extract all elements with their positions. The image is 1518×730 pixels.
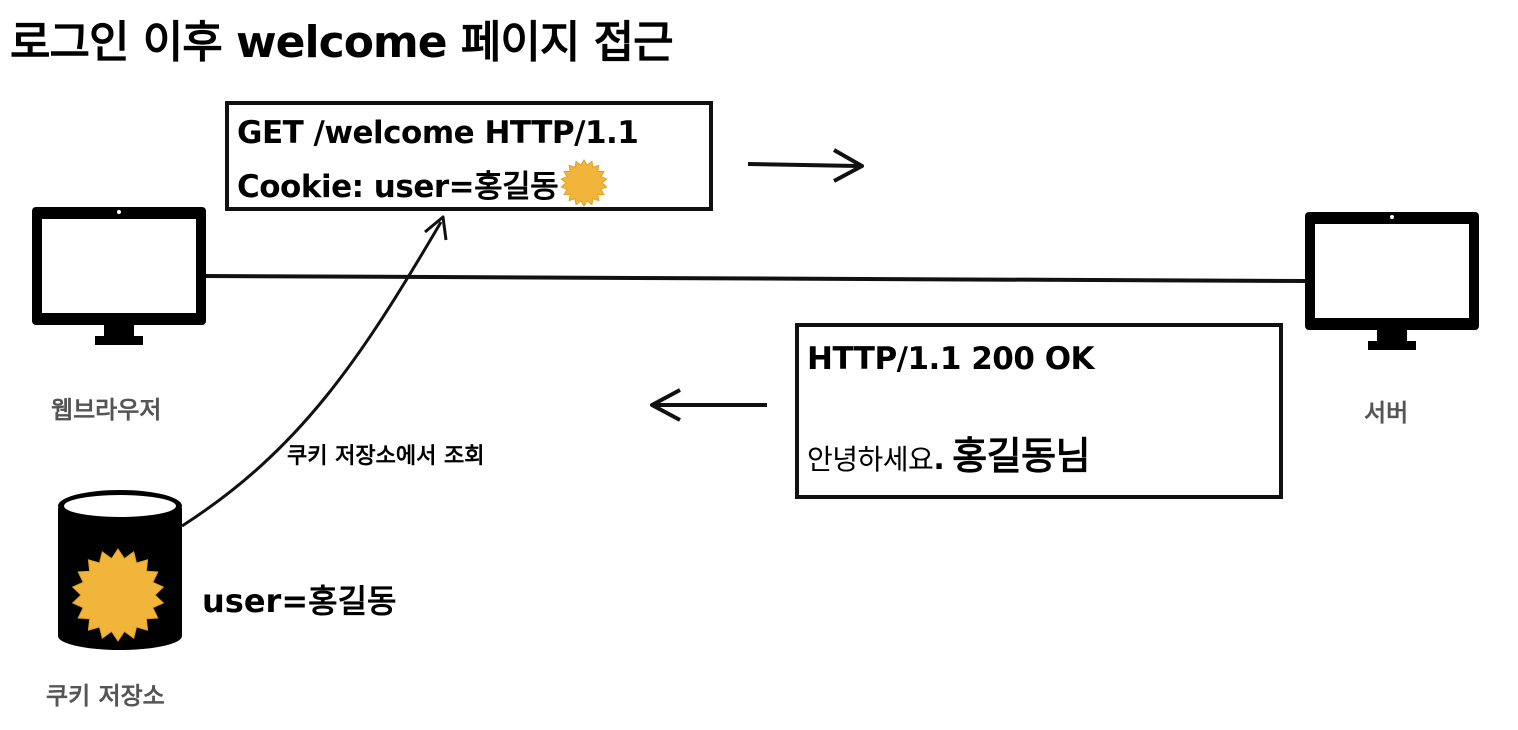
server-label: 서버 [1364, 399, 1409, 427]
page-title: 로그인 이후 welcome 페이지 접근 [10, 17, 674, 68]
response-body: 안녕하세요. 홍길동님 [807, 425, 1091, 480]
cookie-lookup-arrow [181, 215, 448, 528]
sun-cookie-icon [560, 159, 608, 207]
request-cookie-text: Cookie: user=홍길동 [237, 168, 559, 205]
request-cookie-header: Cookie: user=홍길동 [237, 159, 608, 207]
server-monitor-icon [1305, 212, 1479, 350]
cookie-storage-label: 쿠키 저장소 [46, 682, 165, 710]
cookie-storage-value: user=홍길동 [202, 582, 397, 620]
response-status-line: HTTP/1.1 200 OK [807, 341, 1095, 377]
connection-line [204, 273, 1306, 284]
http-request-box: GET /welcome HTTP/1.1 Cookie: user=홍길동 [225, 101, 713, 211]
cookie-lookup-label: 쿠키 저장소에서 조회 [287, 444, 485, 469]
response-greeting-name: 홍길동님 [952, 434, 1091, 478]
response-greeting: 안녕하세요 [807, 443, 934, 476]
http-response-box: HTTP/1.1 200 OK 안녕하세요. 홍길동님 [795, 323, 1283, 499]
browser-label: 웹브라우저 [51, 396, 162, 424]
browser-monitor-icon [32, 207, 206, 345]
request-arrow [747, 148, 864, 183]
response-arrow [650, 388, 767, 422]
request-line: GET /welcome HTTP/1.1 [237, 115, 639, 151]
storage-cookie-icon [71, 548, 165, 642]
response-greeting-punct: . [933, 442, 945, 477]
